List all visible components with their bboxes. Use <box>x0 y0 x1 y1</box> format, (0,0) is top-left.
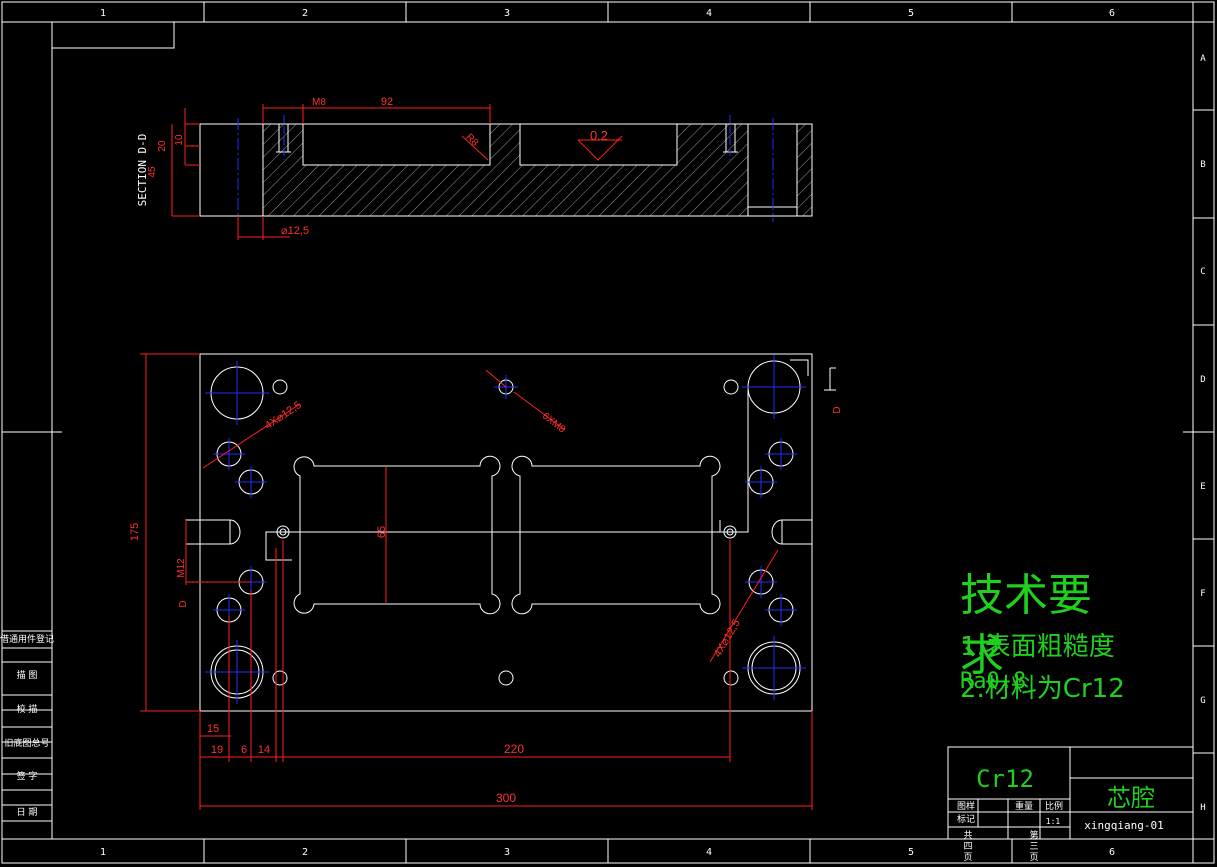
plan-dim-labels: 175 65 4X⌀12,5 4X⌀12,5 6XM8 M12 15 19 6 … <box>129 399 843 805</box>
zone-col-label: 5 <box>908 847 914 858</box>
dim-10: 10 <box>174 134 185 146</box>
section-mark-top: D <box>832 406 843 413</box>
zone-col-label: 2 <box>302 847 308 858</box>
title-scale: 1:1 <box>1046 817 1061 826</box>
dim-tol-02: 0.2 <box>590 128 608 143</box>
sheet-label: 第 <box>1029 829 1038 841</box>
dim-dia125: ⌀12,5 <box>281 225 309 237</box>
dim-300: 300 <box>496 791 516 805</box>
sheet-label: 三 <box>1029 842 1038 852</box>
dim-175: 175 <box>129 523 141 541</box>
zone-row-label: C <box>1200 267 1205 277</box>
zone-row-label: B <box>1200 160 1205 170</box>
dim-4x-holes-left: 4X⌀12,5 <box>263 399 304 432</box>
title-col-label: 重量 <box>1015 800 1033 812</box>
side-table: 借通用件登记 描 图 校 描 旧底图总号 签 字 日 期 <box>0 630 54 822</box>
title-col-label: 比例 <box>1045 800 1063 812</box>
section-mark-bottom: D <box>178 600 189 607</box>
sheet-label: 页 <box>1029 852 1038 863</box>
zone-col-label: 2 <box>302 8 308 19</box>
sheet-label: 四 <box>963 842 972 852</box>
zone-col-label: 4 <box>706 8 712 19</box>
dim-92: 92 <box>381 96 393 108</box>
zone-row-label: G <box>1200 696 1205 706</box>
note-item-1: 1.表面粗糙度 <box>960 632 1115 662</box>
section-label: SECTION D-D <box>136 134 149 207</box>
zone-row-label: E <box>1200 482 1205 492</box>
side-table-row: 旧底图总号 <box>4 737 49 749</box>
dim-220: 220 <box>504 742 524 756</box>
zone-row-label: F <box>1200 589 1205 599</box>
zone-row-labels: A B C D E F G H <box>1200 54 1206 813</box>
title-col-label: 标记 <box>957 813 975 825</box>
zone-col-label: 1 <box>100 8 106 19</box>
zone-col-label: 5 <box>908 8 914 19</box>
section-view <box>199 115 813 222</box>
dim-45: 45 <box>147 166 158 178</box>
zone-col-label: 1 <box>100 847 106 858</box>
zone-row-label: A <box>1200 54 1206 64</box>
zone-col-label: 6 <box>1109 8 1115 19</box>
title-material: Cr12 <box>976 765 1034 793</box>
notes-heading-cont: 求 <box>960 630 1004 681</box>
zone-col-label: 3 <box>504 847 510 858</box>
dim-20: 20 <box>157 140 168 152</box>
zone-row-label: D <box>1200 375 1205 385</box>
title-block: Cr12 芯腔 xingqiang-01 1:1 图样 标记 重量 比例 共 四… <box>947 746 1194 863</box>
side-table-row: 日 期 <box>17 807 38 818</box>
dim-14: 14 <box>258 744 270 756</box>
dim-6xm8: 6XM8 <box>540 411 568 436</box>
dim-65: 65 <box>376 526 388 538</box>
section-dimensions <box>171 104 491 240</box>
zone-col-label: 3 <box>504 8 510 19</box>
dim-m12: M12 <box>176 558 187 578</box>
sheet-label: 共 <box>963 830 972 841</box>
dim-15: 15 <box>207 723 219 735</box>
zone-column-labels-top: 1 2 3 4 5 6 <box>100 8 1115 19</box>
title-part-name: 芯腔 <box>1107 784 1155 812</box>
zone-column-labels-bottom: 1 2 3 4 5 6 <box>100 847 1115 858</box>
sheet-label: 页 <box>963 852 972 863</box>
title-col-label: 图样 <box>957 800 975 812</box>
title-drawing-no: xingqiang-01 <box>1084 819 1163 832</box>
section-dim-labels: SECTION D-D M8 92 20 10 45 R8 0.2 ⌀12,5 <box>136 96 608 237</box>
side-table-row: 校 描 <box>17 703 38 715</box>
technical-notes: 技术要 求 1.表面粗糙度 Ra0.8 2.材料为Cr12 <box>960 570 1125 704</box>
side-table-row: 描 图 <box>17 669 38 681</box>
side-table-row: 签 字 <box>17 770 38 782</box>
zone-row-label: H <box>1200 803 1205 813</box>
zone-col-label: 4 <box>706 847 712 858</box>
zone-col-label: 6 <box>1109 847 1115 858</box>
plan-dimensions <box>140 353 813 810</box>
note-item-2: 2.材料为Cr12 <box>960 674 1125 704</box>
dim-19: 19 <box>211 744 223 756</box>
dim-r8: R8 <box>463 132 480 149</box>
notes-heading: 技术要 <box>960 570 1092 621</box>
side-table-row: 借通用件登记 <box>0 633 54 645</box>
note-item-1-value: Ra0.8 <box>960 669 1026 694</box>
dim-6: 6 <box>241 744 247 756</box>
dim-m8: M8 <box>312 97 326 108</box>
dim-4x-holes-right: 4X⌀12,5 <box>712 618 743 660</box>
